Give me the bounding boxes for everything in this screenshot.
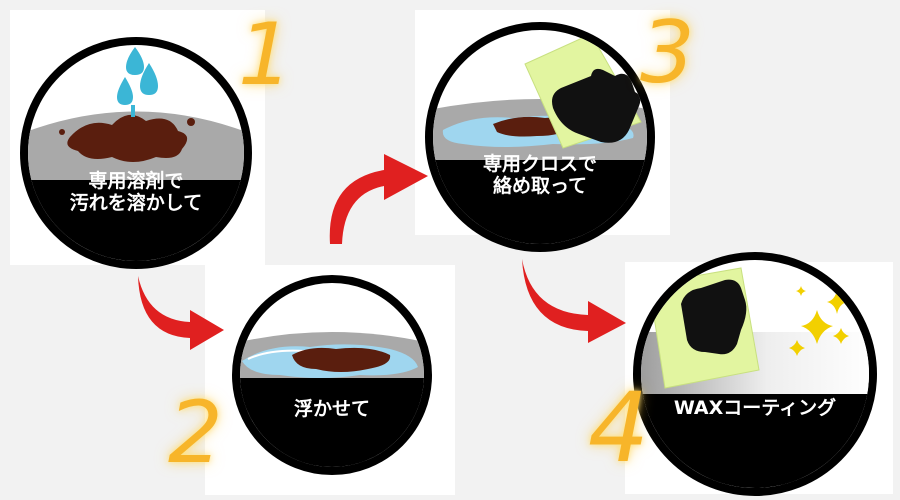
- arrow-1-to-2: [130, 272, 230, 352]
- step-1-circle: 専用溶剤で 汚れを溶かして: [20, 37, 252, 269]
- step-1-number: 1: [238, 12, 293, 98]
- arrow-3-to-4: [516, 255, 631, 345]
- step-1-label: 専用溶剤で 汚れを溶かして: [28, 170, 244, 215]
- step-3-number: 3: [640, 10, 695, 96]
- step-4-circle: WAXコーティング: [633, 252, 877, 496]
- water-drops-icon: [117, 47, 158, 117]
- curved-arrow-icon: [522, 259, 626, 343]
- step-2-label: 浮かせて: [240, 398, 424, 420]
- step-3-circle: 専用クロスで 絡め取って: [425, 22, 655, 252]
- step-4-label: WAXコーティング: [641, 397, 869, 419]
- curved-arrow-icon: [138, 276, 224, 350]
- arrow-2-to-3: [322, 140, 432, 250]
- step-4-number: 4: [588, 380, 649, 476]
- curved-arrow-icon: [330, 154, 428, 244]
- step-3-label: 専用クロスで 絡め取って: [433, 153, 647, 198]
- step-2-circle: 浮かせて: [232, 275, 432, 475]
- step-2-number: 2: [168, 390, 223, 476]
